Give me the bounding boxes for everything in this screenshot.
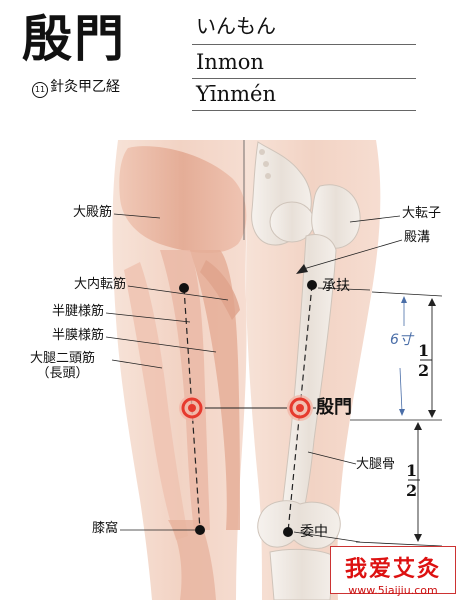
label-biceps-femoris: 大腿二頭筋 （長頭） <box>30 351 96 382</box>
chengfu-point-right <box>307 280 317 290</box>
label-biceps-femoris-line2: （長頭） <box>36 365 89 381</box>
header-rule-3 <box>192 110 416 111</box>
adductor-magnus-shape <box>200 260 240 320</box>
handwritten-cun-note: 6寸 <box>390 332 413 348</box>
ruler-arrow-up-2 <box>414 422 422 430</box>
biceps-femoris-shape <box>124 262 188 540</box>
leader-semimembranosus <box>105 336 217 353</box>
femoral-condyles <box>257 500 341 549</box>
watermark-url: www.5iaijiu.com <box>348 584 438 597</box>
yinmen-point-left <box>179 395 205 421</box>
weizhong-point-right <box>283 527 293 537</box>
leader-chengfu <box>317 287 371 291</box>
leader-gluteal-fold <box>299 239 403 271</box>
fraction-bottom-denominator: 2 <box>406 481 418 500</box>
yinmen-point-right <box>287 395 313 421</box>
sacral-foramen-2 <box>263 161 269 167</box>
semimembranosus-shape <box>190 250 240 530</box>
ruler-tick-top <box>371 291 443 297</box>
blue-annotation-arrow-down <box>399 409 405 416</box>
source-text: 針灸甲乙経 <box>50 79 120 95</box>
blue-annotation-line-lower <box>399 367 403 413</box>
source-number-badge: 11 <box>32 82 48 98</box>
label-semitendinosus: 半腱様筋 <box>51 304 104 319</box>
label-greater-trochanter: 大転子 <box>402 206 442 221</box>
gluteus-maximus-shape <box>119 146 247 254</box>
watermark-title: 我爱艾灸 <box>344 556 441 582</box>
gastrocnemius-left <box>168 520 216 600</box>
leader-trochanter <box>349 215 401 223</box>
label-femur: 大腿骨 <box>356 457 396 472</box>
gluteal-fold-arrowhead <box>296 264 308 274</box>
sacral-foramen-3 <box>265 173 271 179</box>
label-gluteal-fold: 殿溝 <box>404 230 431 245</box>
kana-reading: いんもん <box>196 14 276 38</box>
ruler-arrow-down-1 <box>428 410 436 418</box>
leader-gluteus <box>113 213 161 219</box>
label-adductor-magnus: 大内転筋 <box>73 277 126 292</box>
site-watermark: 我爱艾灸 www.5iaijiu.com <box>330 546 456 597</box>
tibia-head <box>269 548 335 600</box>
leader-weizhong <box>293 531 361 543</box>
label-yinmen: 殷門 <box>316 397 352 418</box>
leader-biceps <box>111 359 163 369</box>
sacral-foramen-1 <box>259 149 265 155</box>
label-popliteal-fossa: 膝窩 <box>91 521 118 536</box>
leader-adductor <box>127 285 229 301</box>
blue-annotation-arrow-up <box>401 296 407 303</box>
chengfu-point-left <box>179 283 189 293</box>
header-rule-2 <box>192 78 416 79</box>
label-semimembranosus: 半膜様筋 <box>51 328 104 343</box>
romaji-reading: Inmon <box>196 50 264 74</box>
label-gluteus-maximus: 大殿筋 <box>72 205 112 220</box>
fraction-top-numerator: 1 <box>418 341 430 360</box>
ruler-tick-bottom <box>355 541 443 547</box>
ruler-arrow-up-1 <box>428 298 436 306</box>
fraction-bottom-numerator: 1 <box>406 461 418 480</box>
label-biceps-femoris-line1: 大腿二頭筋 <box>30 351 96 366</box>
pinyin-reading: Yīnmén <box>196 82 276 106</box>
femur-shaft <box>281 234 337 511</box>
header-rule-1 <box>192 44 416 45</box>
semitendinosus-shape <box>160 250 210 530</box>
fraction-top-denominator: 2 <box>418 361 430 380</box>
leader-femur <box>307 451 357 465</box>
label-chengfu: 承扶 <box>322 278 350 294</box>
ruler-arrow-down-2 <box>414 534 422 542</box>
leader-semitendinosus <box>105 312 191 323</box>
page-title: 殷門 <box>22 9 126 68</box>
label-weizhong: 委中 <box>300 524 328 540</box>
popliteal-point-left <box>195 525 205 535</box>
